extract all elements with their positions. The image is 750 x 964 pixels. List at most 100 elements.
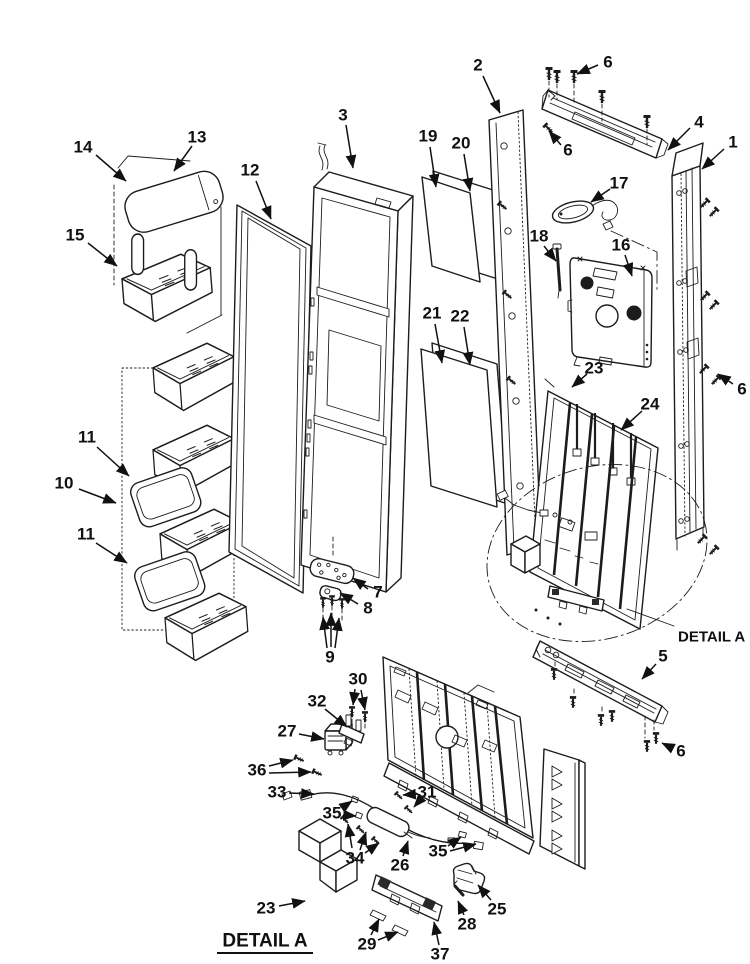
rear-grid-panel: [382, 656, 535, 855]
leader-arrow-37: [431, 921, 443, 946]
callout-24-18: 24: [641, 395, 660, 414]
leader-arrow-10: [78, 488, 117, 504]
detail-a-small-parts: [496, 489, 605, 626]
callout-11-21: 11: [78, 428, 96, 447]
foam-block-23: [298, 818, 358, 893]
callout-32-27: 32: [308, 692, 327, 711]
dairy-bin-15: [121, 233, 213, 323]
dairy-bracket-13: [113, 155, 223, 334]
door-panel-3: [300, 142, 414, 593]
dispenser-housing-16: [567, 256, 653, 368]
callout-35-31: 35: [323, 804, 342, 823]
callout-23-17: 23: [585, 359, 604, 378]
callout-37-40: 37: [431, 945, 450, 964]
callout-6-7: 6: [563, 141, 572, 160]
callout-6-42: 6: [676, 742, 685, 761]
callout-13-1: 13: [188, 128, 207, 147]
callout-3-4: 3: [338, 106, 347, 125]
clip-25: [452, 862, 486, 895]
leader-arrow-34: [364, 842, 380, 855]
dairy-cover-14: [124, 170, 224, 233]
top-trim-4: [541, 89, 669, 159]
callout-14-0: 14: [74, 138, 93, 157]
leader-arrow-9: [319, 616, 330, 649]
callout-20-11: 20: [452, 134, 471, 153]
leader-arrow-36: [268, 766, 312, 778]
leader-arrow-32: [324, 708, 348, 728]
leader-arrow-35: [447, 836, 462, 849]
leader-arrow-16: [622, 254, 634, 277]
callout-31-32: 31: [418, 783, 437, 802]
leader-arrow-34: [344, 823, 356, 849]
callout-6-19: 6: [737, 380, 746, 399]
leader-arrow-27: [298, 731, 325, 742]
leader-arrow-18: [543, 245, 557, 262]
control-assembly-23-24: [529, 378, 659, 630]
leader-arrow-29: [368, 918, 380, 936]
leader-arrow-6: [661, 742, 676, 754]
callout-4-8: 4: [694, 113, 704, 132]
callout-29-39: 29: [358, 935, 377, 954]
leader-arrow-36: [268, 757, 294, 769]
callout-5-41: 5: [658, 647, 667, 666]
leader-arrow-20: [462, 153, 474, 192]
detail-a-label-0: DETAIL A: [678, 629, 745, 646]
bracket-26: [366, 806, 413, 839]
callout-6-6: 6: [603, 53, 612, 72]
callout-33-30: 33: [268, 783, 287, 802]
callout-27-28: 27: [278, 722, 297, 741]
leader-arrow-4: [667, 127, 691, 151]
screws-36: [292, 753, 324, 779]
callout-7-23: 7: [373, 583, 382, 602]
side-trim-1: [671, 142, 705, 551]
callout-30-26: 30: [349, 670, 368, 689]
callout-19-10: 19: [419, 127, 438, 146]
callout-15-2: 15: [66, 226, 85, 245]
leader-arrow-19: [428, 146, 440, 188]
leader-arrow-28: [457, 900, 469, 916]
callout-35-35: 35: [429, 842, 448, 861]
callout-23-36: 23: [257, 899, 276, 918]
trim-bar-37: [371, 874, 443, 922]
leader-arrow-30: [357, 689, 368, 711]
leader-arrow-8: [339, 592, 359, 605]
pin-28: [453, 880, 465, 897]
leader-arrow-3: [345, 124, 357, 169]
leader-arrow-33: [288, 788, 315, 799]
callout-18-13: 18: [530, 227, 549, 246]
callout-8-24: 8: [363, 599, 372, 618]
rear-flap-panel: [539, 748, 586, 870]
door-bin: [152, 342, 237, 412]
leader-arrow-9: [331, 617, 343, 649]
dispenser-actuator-17: [551, 199, 658, 293]
detail-a-label-1: DETAIL A: [222, 931, 307, 952]
bottom-screws-6: [549, 661, 661, 753]
leader-arrow-17: [590, 188, 611, 203]
callout-17-12: 17: [610, 174, 629, 193]
leader-arrow-14: [95, 154, 127, 182]
callout-25-37: 25: [488, 900, 507, 919]
water-tube-18: [552, 243, 562, 299]
leader-arrow-22: [462, 326, 474, 366]
leader-arrow-31: [413, 793, 427, 808]
leader-arrow-2: [482, 75, 501, 114]
bottom-trim-5: [532, 640, 669, 725]
inner-panel-21: [420, 348, 498, 508]
leader-arrow-26: [398, 840, 410, 857]
callout-2-5: 2: [473, 56, 482, 75]
callout-16-14: 16: [612, 236, 631, 255]
callout-10-20: 10: [55, 474, 74, 493]
screws-30: [348, 705, 369, 732]
callout-1-9: 1: [728, 133, 737, 152]
inner-panel-19: [421, 176, 481, 283]
detail-a-ellipse: [486, 464, 708, 642]
leader-arrow-23: [278, 898, 306, 909]
leader-arrow-29: [377, 931, 399, 942]
leader-arrow-6: [576, 63, 599, 75]
callout-21-15: 21: [423, 304, 442, 323]
leader-arrow-13: [173, 145, 193, 172]
clips-29: [369, 909, 409, 937]
leader-arrow-7: [352, 577, 369, 590]
